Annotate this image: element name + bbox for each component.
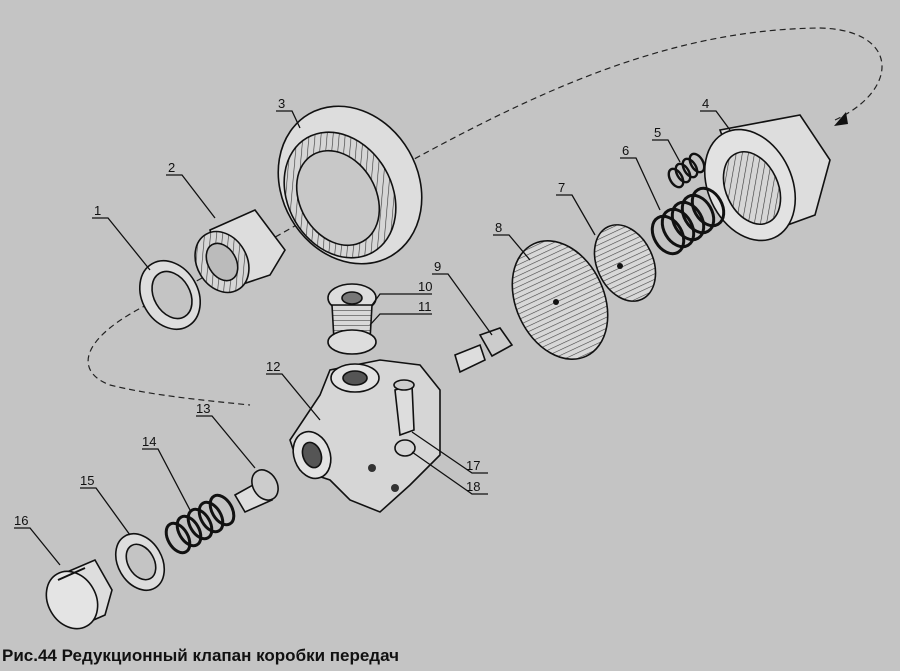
- part-plunger-13: [233, 469, 279, 514]
- part-fitting-2: [194, 209, 286, 294]
- label-8: 8: [495, 220, 502, 235]
- label-2: 2: [168, 160, 175, 175]
- part-spring-6: [650, 186, 726, 256]
- label-11: 11: [418, 299, 432, 314]
- label-10: 10: [418, 279, 432, 294]
- label-5: 5: [654, 125, 661, 140]
- label-13: 13: [196, 401, 210, 416]
- part-diaphragm-8: [511, 240, 609, 360]
- leader-lines: [14, 110, 731, 566]
- label-16: 16: [14, 513, 28, 528]
- label-14: 14: [142, 434, 156, 449]
- label-18: 18: [466, 479, 480, 494]
- part-number-labels: 1 2 3 4 5 6 7 8 9 10 11 12 13 14 15 16 1…: [14, 96, 709, 528]
- part-union-nut-3: [277, 105, 423, 265]
- part-spring-14: [164, 493, 236, 555]
- part-washer-15: [114, 532, 166, 592]
- figure-caption: Рис.44 Редукционный клапан коробки перед…: [2, 646, 400, 665]
- label-15: 15: [80, 473, 94, 488]
- part-stem-9: [454, 327, 514, 374]
- part-spring-5: [667, 152, 706, 189]
- arrow-head: [834, 112, 848, 126]
- part-plug-16: [45, 558, 113, 630]
- label-12: 12: [266, 359, 280, 374]
- label-3: 3: [278, 96, 285, 111]
- part-plate-7: [593, 224, 657, 302]
- label-7: 7: [558, 180, 565, 195]
- part-housing-4: [703, 114, 831, 242]
- label-1: 1: [94, 203, 101, 218]
- label-9: 9: [434, 259, 441, 274]
- part-bolt-17-18: [393, 379, 416, 457]
- part-fitting-10-11: [327, 283, 377, 355]
- label-4: 4: [702, 96, 709, 111]
- part-washer-1: [139, 260, 201, 330]
- label-17: 17: [466, 458, 480, 473]
- label-6: 6: [622, 143, 629, 158]
